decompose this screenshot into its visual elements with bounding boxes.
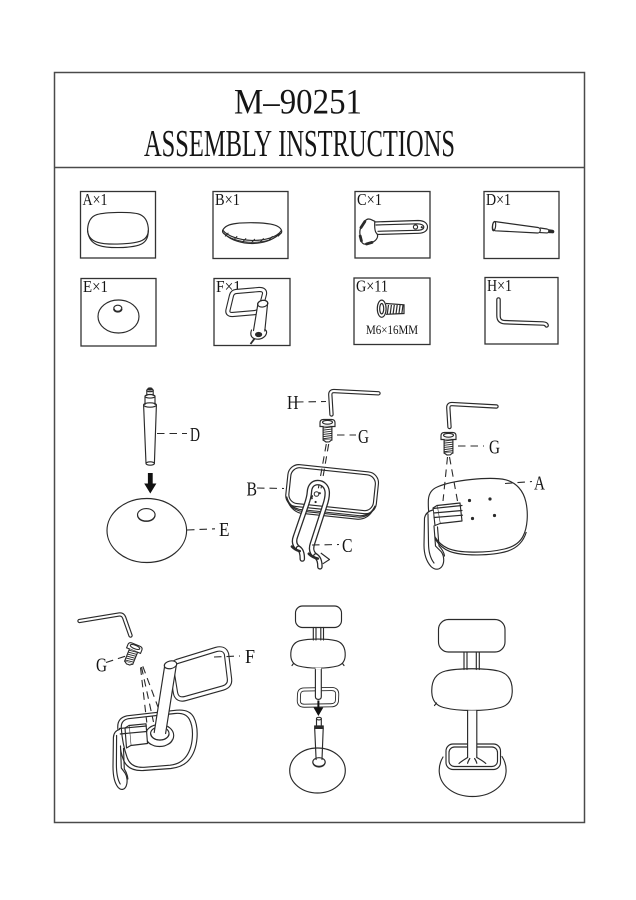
svg-text:H×1: H×1	[487, 276, 512, 295]
svg-text:M6×16MM: M6×16MM	[366, 322, 418, 337]
svg-text:M–90251: M–90251	[234, 82, 362, 122]
svg-text:C×1: C×1	[357, 190, 382, 209]
svg-text:A×1: A×1	[83, 190, 108, 209]
svg-text:D: D	[190, 424, 200, 446]
svg-text:C: C	[342, 535, 353, 557]
svg-text:G: G	[96, 655, 107, 677]
svg-text:B: B	[247, 479, 258, 501]
svg-text:B×1: B×1	[215, 190, 240, 209]
svg-text:G: G	[489, 437, 500, 459]
svg-text:ASSEMBLY INSTRUCTIONS: ASSEMBLY INSTRUCTIONS	[144, 123, 455, 165]
svg-text:F: F	[245, 646, 255, 668]
svg-text:G: G	[358, 426, 369, 448]
svg-text:H: H	[287, 392, 299, 414]
svg-text:E×1: E×1	[83, 277, 108, 296]
svg-text:D×1: D×1	[486, 190, 511, 209]
svg-text:G×11: G×11	[356, 277, 388, 296]
svg-text:E: E	[219, 519, 230, 541]
svg-text:A: A	[534, 473, 545, 495]
